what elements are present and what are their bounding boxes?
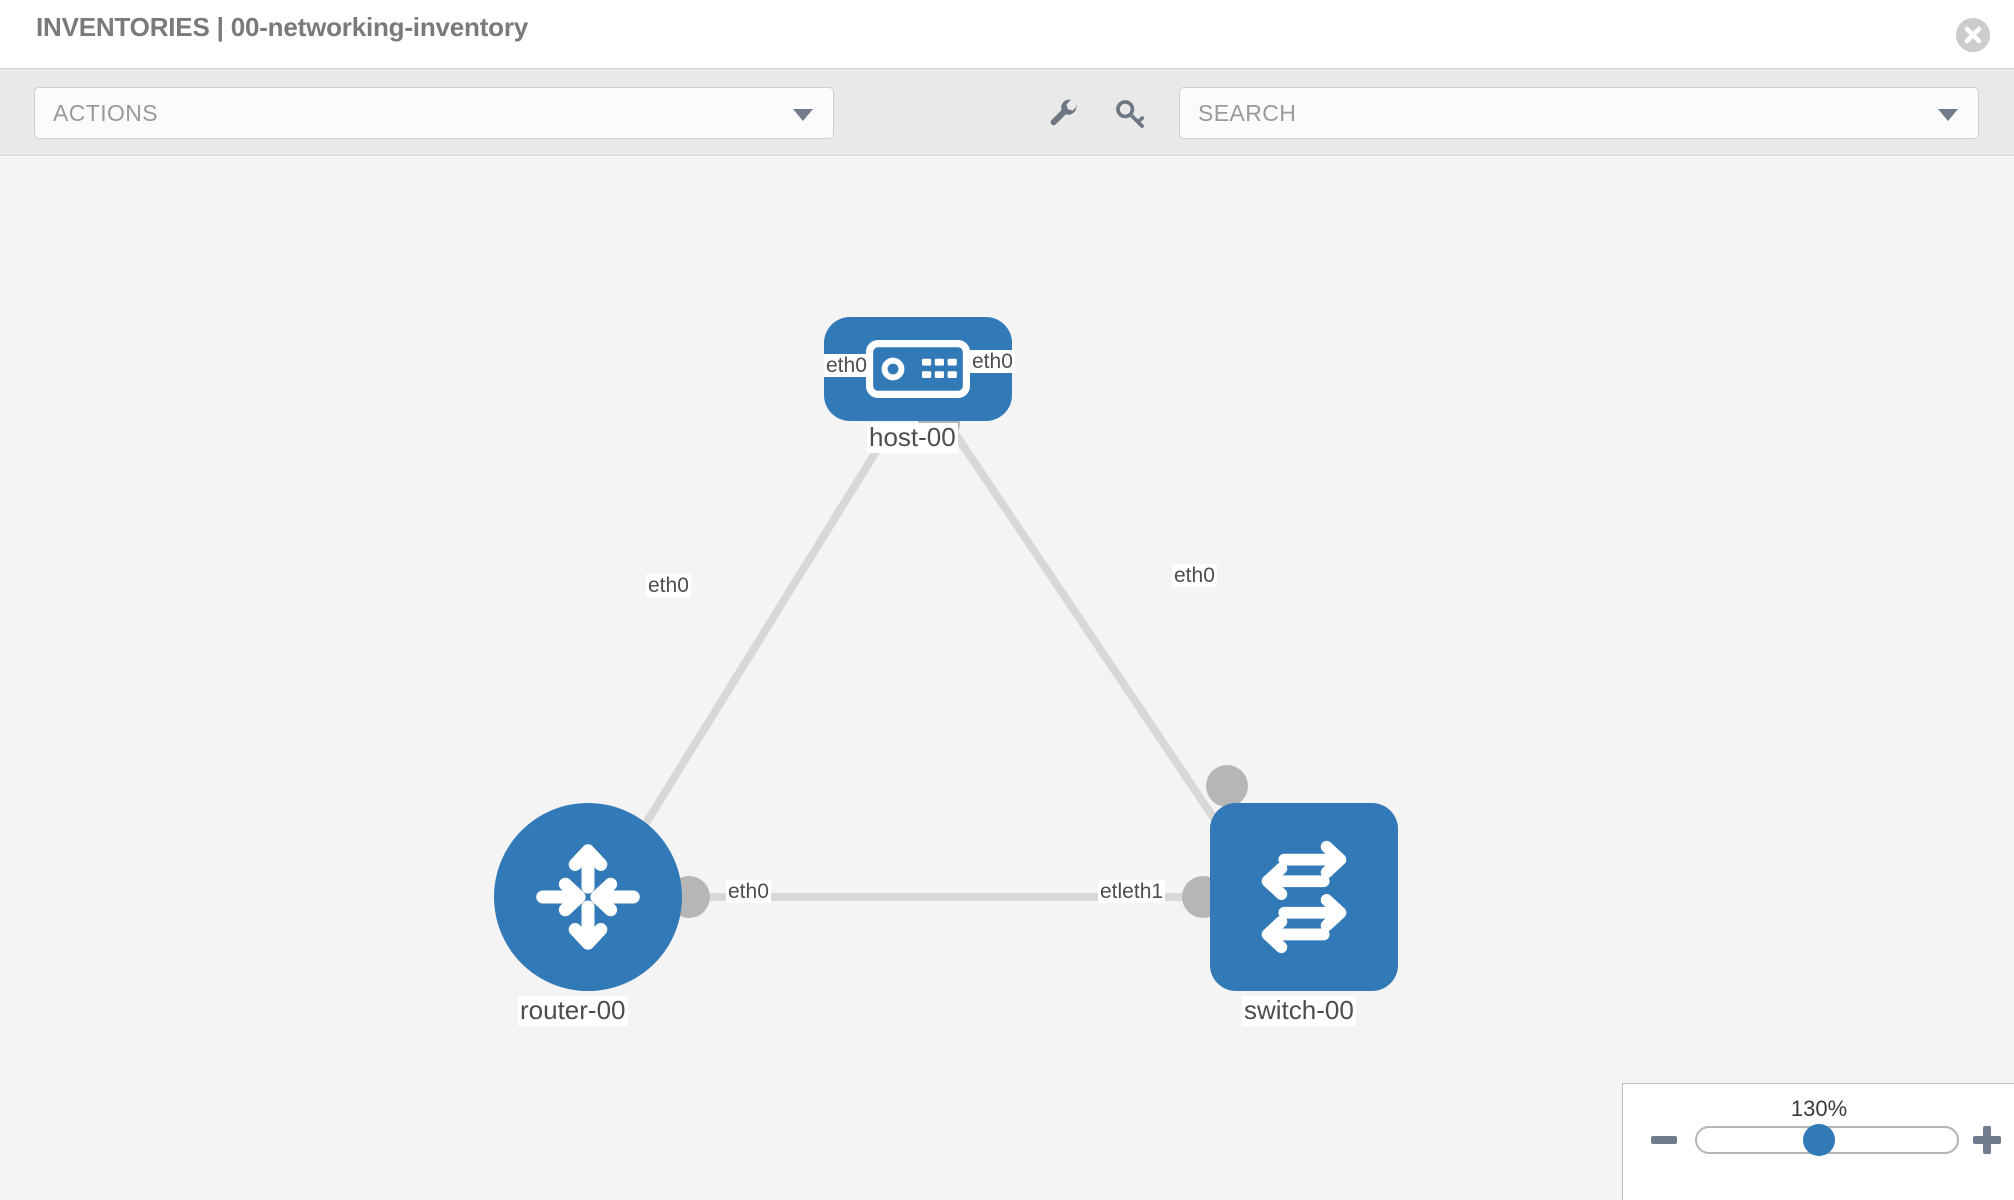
node-host-00-label: host-00 [867,422,958,453]
node-switch-00-shape[interactable] [1210,803,1398,991]
switch-arrows-icon [1261,840,1347,954]
edge-label-router-upper: eth0 [646,574,691,598]
edge-label-switch-left: etleth1 [1098,880,1166,904]
iface-blob-switch-top[interactable] [1206,765,1248,807]
zoom-in-button[interactable] [1973,1126,2001,1154]
edge-label-switch-upper: eth0 [1172,564,1217,588]
node-router-00-shape[interactable] [494,803,682,991]
toolbar: ACTIONS SEARCH [0,68,2014,156]
zoom-out-button[interactable] [1651,1136,1677,1144]
edge-label-router-right: eth0 [726,880,771,904]
close-icon[interactable] [1956,18,1990,52]
actions-dropdown[interactable]: ACTIONS [34,87,834,139]
search-input[interactable]: SEARCH [1179,87,1979,139]
edge-label-host-right: eth0 [970,350,1015,374]
page-title: INVENTORIES | 00-networking-inventory [36,12,529,42]
search-placeholder: SEARCH [1198,99,1297,126]
actions-dropdown-label: ACTIONS [53,99,159,126]
chevron-down-icon [793,109,813,121]
node-switch-00-label: switch-00 [1242,995,1356,1026]
zoom-slider-thumb[interactable] [1803,1124,1835,1156]
key-icon[interactable] [1113,97,1147,131]
topology-edges [621,426,1244,901]
node-router-00-label: router-00 [518,995,628,1026]
router-arrows-icon [536,844,640,950]
wrench-icon[interactable] [1046,97,1080,131]
page-header: INVENTORIES | 00-networking-inventory [0,0,2014,68]
zoom-control: 130% [1622,1083,2014,1200]
topology-canvas[interactable]: host-00 [0,157,2014,1200]
chevron-down-icon[interactable] [1938,109,1958,121]
edge-label-host-left: eth0 [824,354,869,378]
zoom-percent-label: 130% [1790,1096,1848,1121]
server-icon [866,340,970,398]
